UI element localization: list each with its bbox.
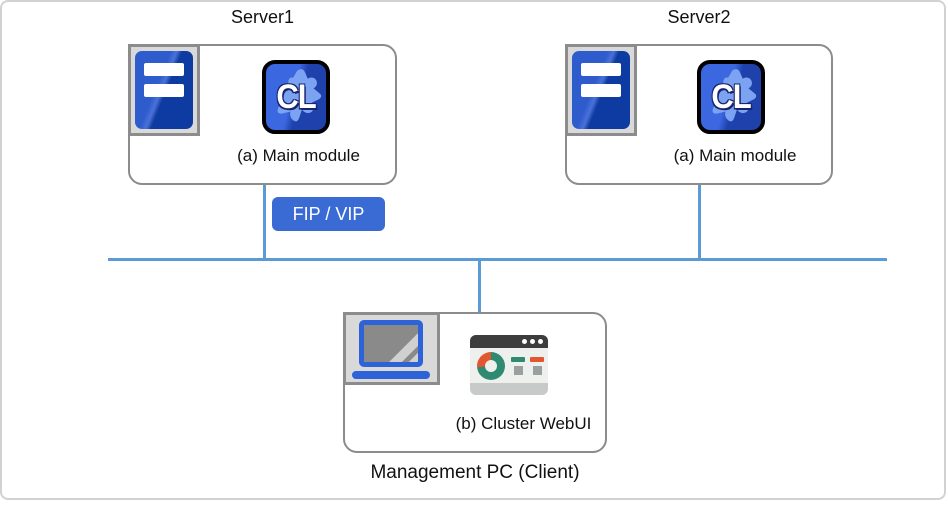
network-line-horizontal (108, 258, 887, 261)
fip-vip-badge: FIP / VIP (272, 197, 385, 231)
cluster-blob-shape (277, 69, 322, 122)
donut-chart-icon (477, 352, 505, 380)
network-line-server1 (263, 185, 266, 259)
server-tower-glyph (135, 51, 193, 129)
laptop-screen-glyph (359, 320, 423, 367)
cluster-blob-shape (712, 69, 757, 122)
management-pc-module-label: (b) Cluster WebUI (455, 414, 592, 433)
cl-badge-text: CL (276, 76, 316, 117)
server1-title: Server1 (230, 7, 295, 27)
server-tower-icon (565, 44, 637, 136)
browser-titlebar (470, 335, 548, 348)
server-tower-icon (128, 44, 200, 136)
webui-browser-icon (470, 335, 548, 395)
browser-dots-icon (522, 339, 543, 344)
server-tower-glyph (572, 51, 630, 129)
stat-widget-red (530, 357, 544, 375)
cl-badge-text: CL (711, 76, 751, 117)
cluster-app-icon: CL (697, 60, 765, 134)
server1-module-label: (a) Main module (237, 146, 360, 165)
cluster-app-icon: CL (262, 60, 330, 134)
server2-title: Server2 (667, 7, 731, 27)
browser-content (470, 348, 548, 383)
server2-module-label: (a) Main module (673, 146, 797, 165)
network-line-server2 (698, 185, 701, 259)
management-pc-caption: Management PC (Client) (370, 462, 580, 483)
laptop-icon (343, 312, 440, 385)
stat-widget-green (511, 357, 525, 375)
network-line-management-pc (478, 260, 481, 313)
